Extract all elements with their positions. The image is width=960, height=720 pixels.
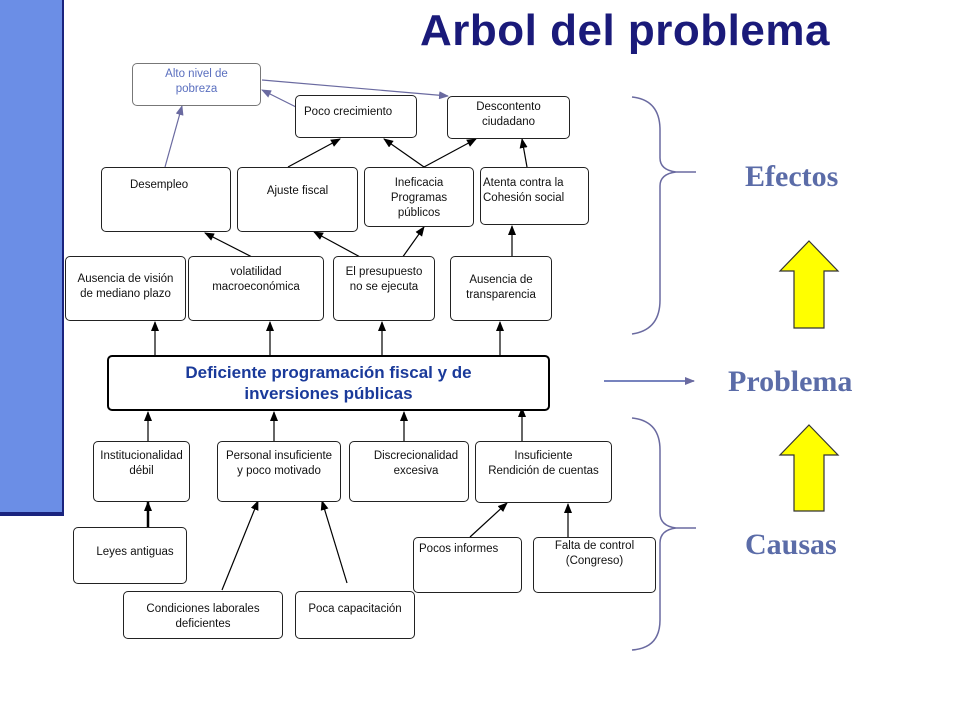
effects-brace (631, 96, 696, 335)
arrow-growth-poverty (261, 89, 297, 108)
cause-control: Falta de control (Congreso) (533, 537, 656, 593)
effect-inefficiency: Ineficacia Programas públicos (364, 167, 474, 227)
arrow-conditions-staff (221, 500, 259, 591)
cause-institutions: Institucionalidad débil (93, 441, 190, 502)
cause-conditions: Condiciones laborales deficientes (123, 591, 283, 639)
effect-volatility: volatilidad macroeconómica (188, 256, 324, 321)
arrow-adjustment-growth (287, 138, 341, 168)
arrow-inefficiency-discontent (423, 138, 477, 168)
cause-reports: Pocos informes (413, 537, 522, 593)
cause-laws: Leyes antiguas (73, 527, 187, 584)
label-effects: Efectos (745, 160, 839, 193)
effect-vision: Ausencia de visión de mediano plazo (65, 256, 186, 321)
effect-unemployment: Desempleo (101, 167, 231, 232)
central-problem: Deficiente programación fiscal y de inve… (107, 355, 550, 411)
arrow-volatility-unemployment (204, 232, 255, 259)
effect-budget: El presupuesto no se ejecuta (333, 256, 435, 321)
arrow-reports-accountability (469, 502, 508, 538)
arrow-cohesion-discontent (519, 138, 528, 168)
page-title: Arbol del problema (420, 6, 830, 55)
arrow-budget-inefficiency (401, 226, 425, 259)
arrow-poverty-discontent (261, 79, 449, 100)
effect-poverty: Alto nivel de pobreza (132, 63, 261, 106)
label-causes: Causas (745, 528, 837, 561)
effect-growth: Poco crecimiento (295, 95, 417, 138)
effect-transparency: Ausencia de transparencia (450, 256, 552, 321)
label-problem: Problema (728, 365, 853, 398)
arrow-unemployment-poverty (164, 105, 184, 168)
sidebar-bottom-line (0, 512, 64, 516)
causes-brace (631, 417, 696, 651)
cause-discretion: Discrecionalidad excesiva (349, 441, 469, 502)
effect-fiscal-adjustment: Ajuste fiscal (237, 167, 358, 232)
cause-staff: Personal insuficiente y poco motivado (217, 441, 341, 502)
arrow-inefficiency-growth (383, 138, 425, 168)
cause-accountability: Insuficiente Rendición de cuentas (475, 441, 612, 503)
effect-discontent: Descontento ciudadano (447, 96, 570, 139)
cause-training: Poca capacitación (295, 591, 415, 639)
up-arrow-effects (778, 240, 840, 329)
decorative-sidebar (0, 0, 64, 516)
effect-cohesion: Atenta contra la Cohesión social (480, 167, 589, 225)
arrow-budget-adjustment (313, 231, 363, 259)
sidebar-edge (62, 0, 64, 516)
arrow-training-staff (320, 500, 348, 584)
up-arrow-causes (778, 424, 840, 512)
